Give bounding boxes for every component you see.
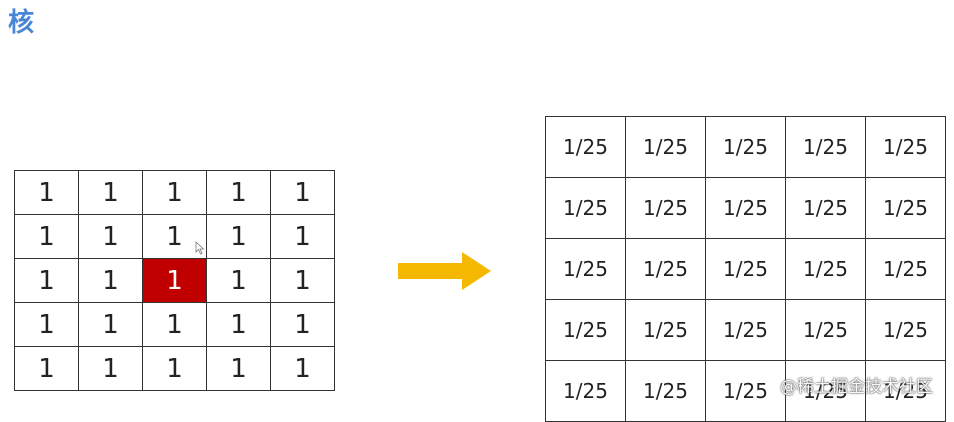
grid-cell: 1 [270, 214, 335, 259]
grid-cell: 1/25 [705, 177, 786, 239]
grid-cell: 1/25 [865, 238, 946, 300]
grid-cell: 1 [206, 258, 271, 303]
grid-cell: 1 [206, 170, 271, 215]
grid-cell: 1 [142, 346, 207, 391]
grid-cell: 1/25 [865, 177, 946, 239]
grid-cell: 1 [14, 302, 79, 347]
grid-cell: 1/25 [865, 116, 946, 178]
grid-cell: 1/25 [625, 116, 706, 178]
grid-cell: 1 [270, 170, 335, 215]
grid-cell: 1/25 [545, 177, 626, 239]
grid-cell: 1 [270, 346, 335, 391]
grid-cell: 1/25 [705, 238, 786, 300]
grid-cell: 1 [206, 302, 271, 347]
grid-cell: 1/25 [705, 116, 786, 178]
grid-cell: 1 [142, 170, 207, 215]
grid-cell: 1 [206, 346, 271, 391]
grid-cell: 1/25 [785, 177, 866, 239]
grid-cell: 1 [14, 170, 79, 215]
grid-cell: 1/25 [705, 360, 786, 422]
grid-cell: 1/25 [625, 238, 706, 300]
right-arrow-icon [398, 252, 491, 290]
grid-cell: 1/25 [785, 116, 866, 178]
grid-cell: 1 [14, 258, 79, 303]
grid-cell: 1 [270, 258, 335, 303]
page-title: 核 [8, 8, 35, 38]
grid-cell: 1/25 [625, 299, 706, 361]
grid-cell: 1 [78, 346, 143, 391]
grid-cell: 1 [14, 214, 79, 259]
grid-cell: 1/25 [545, 238, 626, 300]
grid-cell: 1/25 [785, 299, 866, 361]
grid-cell: 1 [78, 258, 143, 303]
grid-cell: 1 [14, 346, 79, 391]
grid-cell: 1/25 [545, 116, 626, 178]
grid-cell: 1 [270, 302, 335, 347]
grid-cell: 1/25 [625, 360, 706, 422]
grid-cell: 1 [78, 170, 143, 215]
watermark: @稀土掘金技术社区 [780, 377, 933, 397]
grid-cell: 1/25 [545, 360, 626, 422]
grid-cell: 1/25 [545, 299, 626, 361]
highlighted-center-cell: 1 [142, 258, 207, 303]
grid-cell: 1/25 [705, 299, 786, 361]
grid-cell: 1 [78, 214, 143, 259]
grid-cell: 1/25 [625, 177, 706, 239]
grid-cell: 1 [206, 214, 271, 259]
grid-cell: 1/25 [865, 299, 946, 361]
grid-cell: 1 [142, 302, 207, 347]
mouse-cursor-icon [195, 241, 205, 255]
grid-cell: 1 [78, 302, 143, 347]
grid-cell: 1/25 [785, 238, 866, 300]
